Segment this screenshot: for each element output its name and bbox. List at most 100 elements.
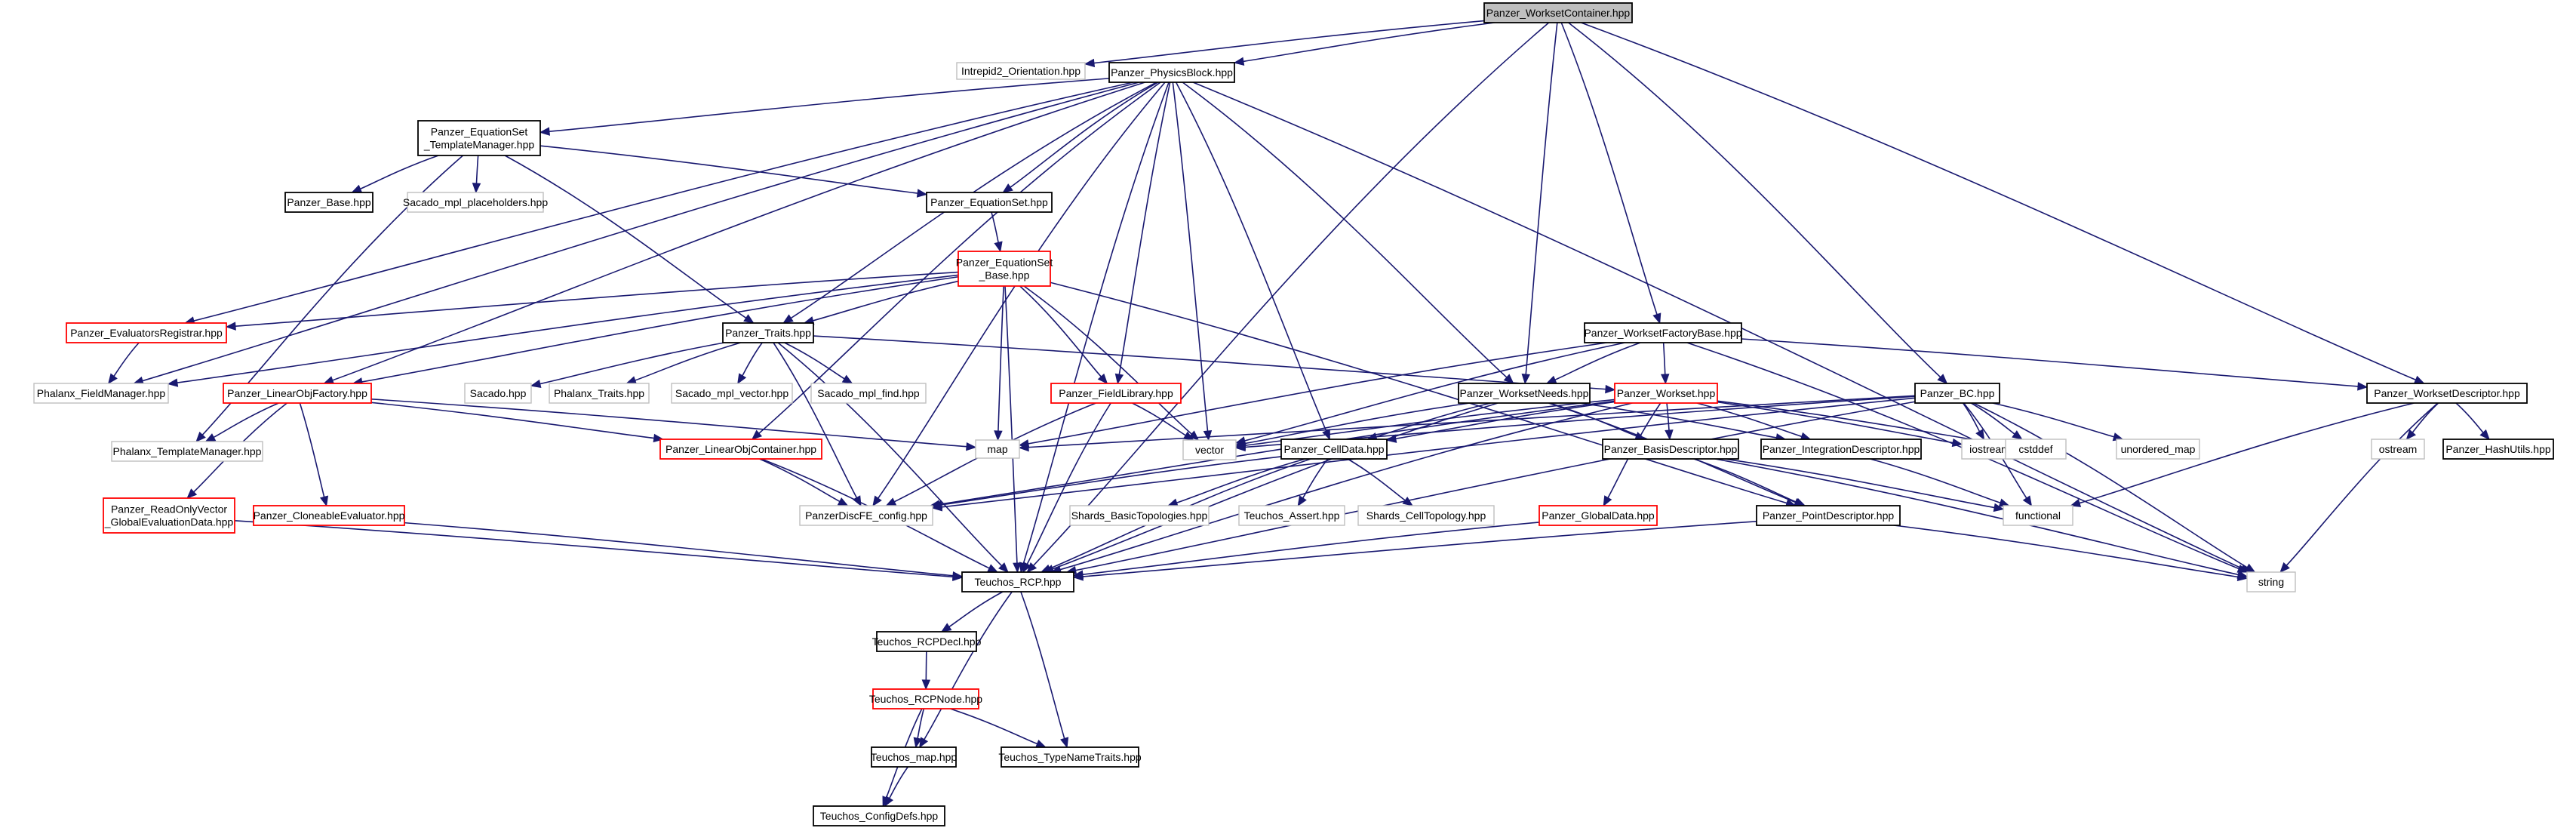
node-box xyxy=(464,383,532,404)
edge-line xyxy=(539,342,724,385)
node-eqtm[interactable]: Panzer_EquationSet_TemplateManager.hpp xyxy=(417,120,541,156)
edge-arrowhead xyxy=(1022,562,1031,574)
node-label: unordered_map xyxy=(2121,443,2196,455)
edge-line xyxy=(813,280,959,322)
node-phx-fm[interactable]: Phalanx_FieldManager.hpp xyxy=(33,383,169,404)
node-physics[interactable]: Panzer_PhysicsBlock.hpp xyxy=(1108,62,1235,83)
node-phx-traits[interactable]: Phalanx_Traits.hpp xyxy=(549,383,650,404)
edge-arrowhead xyxy=(1002,183,1013,193)
edge-arrowhead xyxy=(885,497,897,506)
edge-rcpdecl-to-rcpnode xyxy=(921,651,931,691)
edge-line xyxy=(1724,458,1995,509)
node-traits[interactable]: Panzer_Traits.hpp xyxy=(722,322,814,343)
edge-arrowhead xyxy=(1652,312,1661,325)
node-discfe[interactable]: PanzerDiscFE_config.hpp xyxy=(799,505,933,526)
edge-arrowhead xyxy=(1603,495,1612,507)
edge-eqset-base-to-fieldlib xyxy=(1019,285,1108,384)
node-label: Panzer_WorksetContainer.hpp xyxy=(1486,7,1631,19)
node-string[interactable]: string xyxy=(2246,571,2296,592)
node-rovector[interactable]: Panzer_ReadOnlyVector_GlobalEvaluationDa… xyxy=(103,497,235,534)
edge-line xyxy=(2455,402,2484,433)
node-eqset-base[interactable]: Panzer_EquationSet_Base.hpp xyxy=(956,251,1053,287)
node-box xyxy=(1280,439,1388,460)
node-sacado-find[interactable]: Sacado_mpl_find.hpp xyxy=(810,383,927,404)
node-box xyxy=(2442,439,2554,460)
edge-physics-to-fieldlib xyxy=(1114,82,1171,385)
node-wfb[interactable]: Panzer_WorksetFactoryBase.hpp xyxy=(1584,322,1742,343)
node-pointdesc[interactable]: Panzer_PointDescriptor.hpp xyxy=(1756,505,1901,526)
node-sacado[interactable]: Sacado.hpp xyxy=(464,383,532,404)
node-ostream[interactable]: ostream xyxy=(2371,439,2425,460)
node-base[interactable]: Panzer_Base.hpp xyxy=(284,192,373,213)
node-globaldata[interactable]: Panzer_GlobalData.hpp xyxy=(1539,505,1658,526)
node-workset[interactable]: Panzer_Workset.hpp xyxy=(1614,383,1718,404)
edge-celldata-to-discfe xyxy=(931,456,1282,509)
edge-traits-to-sacado-find xyxy=(784,342,853,384)
node-box xyxy=(722,322,814,343)
node-box xyxy=(876,631,977,652)
node-rcp[interactable]: Teuchos_RCP.hpp xyxy=(961,571,1074,592)
edge-arrowhead xyxy=(872,495,882,507)
edge-arrowhead xyxy=(319,495,329,507)
node-label: Panzer_LinearObjFactory.hpp xyxy=(227,387,367,399)
node-label: Sacado_mpl_find.hpp xyxy=(817,387,920,399)
edge-basisdesc-to-functional xyxy=(1724,458,2005,512)
node-cstddef[interactable]: cstddef xyxy=(2005,439,2067,460)
node-loc[interactable]: Panzer_LinearObjContainer.hpp xyxy=(659,439,822,460)
node-map[interactable]: map xyxy=(975,439,1020,459)
node-sacado-vec[interactable]: Sacado_mpl_vector.hpp xyxy=(671,383,793,404)
node-shards-basic[interactable]: Shards_BasicTopologies.hpp xyxy=(1069,505,1210,526)
node-configdefs[interactable]: Teuchos_ConfigDefs.hpp xyxy=(813,805,945,826)
node-wdesc[interactable]: Panzer_WorksetDescriptor.hpp xyxy=(2366,383,2528,404)
node-eqset[interactable]: Panzer_EquationSet.hpp xyxy=(926,192,1053,213)
edge-eqtm-to-eqset xyxy=(539,145,928,198)
node-root[interactable]: Panzer_WorksetContainer.hpp xyxy=(1483,2,1633,23)
edge-eqtm-to-sacado-mpl-ph xyxy=(472,155,481,194)
node-box xyxy=(671,383,793,404)
edge-line xyxy=(1717,401,1954,444)
node-hashutils[interactable]: Panzer_HashUtils.hpp xyxy=(2442,439,2554,460)
node-rcpnode[interactable]: Teuchos_RCPNode.hpp xyxy=(869,688,982,709)
node-shards-cell[interactable]: Shards_CellTopology.hpp xyxy=(1357,505,1495,526)
node-lof[interactable]: Panzer_LinearObjFactory.hpp xyxy=(223,383,372,404)
node-box xyxy=(1760,439,1922,460)
edge-arrowhead xyxy=(994,241,1003,253)
node-bc[interactable]: Panzer_BC.hpp xyxy=(1914,383,2000,404)
edge-line xyxy=(889,766,908,799)
node-intdesc[interactable]: Panzer_IntegrationDescriptor.hpp xyxy=(1760,439,1922,460)
node-wneeds[interactable]: Panzer_WorksetNeeds.hpp xyxy=(1458,383,1591,404)
edge-bc-to-iostream xyxy=(1962,402,1985,441)
node-basisdesc[interactable]: Panzer_BasisDescriptor.hpp xyxy=(1602,439,1739,460)
edge-root-to-wneeds xyxy=(1521,22,1558,385)
node-teuchos-assert[interactable]: Teuchos_Assert.hpp xyxy=(1238,505,1345,526)
node-typenametraits[interactable]: Teuchos_TypeNameTraits.hpp xyxy=(998,746,1142,768)
edge-arrowhead xyxy=(1035,739,1047,748)
node-cloneable[interactable]: Panzer_CloneableEvaluator.hpp xyxy=(253,505,405,526)
node-fieldlib[interactable]: Panzer_FieldLibrary.hpp xyxy=(1050,383,1182,404)
node-box xyxy=(799,505,933,526)
edge-arrowhead xyxy=(921,679,931,691)
node-phx-tm[interactable]: Phalanx_TemplateManager.hpp xyxy=(111,441,263,462)
edge-line xyxy=(1192,82,2242,569)
node-label: iostream xyxy=(1969,443,2010,455)
edge-line xyxy=(1059,402,1633,571)
node-label: Panzer_BasisDescriptor.hpp xyxy=(1604,443,1738,455)
node-tmap[interactable]: Teuchos_map.hpp xyxy=(871,746,958,768)
edge-arrowhead xyxy=(737,373,747,385)
edge-eqset-base-to-traits xyxy=(803,280,959,325)
node-vector[interactable]: vector xyxy=(1182,439,1237,460)
edge-wdesc-to-functional xyxy=(2070,402,2415,507)
node-rcpdecl[interactable]: Teuchos_RCPDecl.hpp xyxy=(872,631,982,652)
edge-line xyxy=(1893,525,2239,578)
node-celldata[interactable]: Panzer_CellData.hpp xyxy=(1280,439,1388,460)
node-umap[interactable]: unordered_map xyxy=(2116,439,2200,460)
node-label: Panzer_Traits.hpp xyxy=(725,327,811,339)
node-label: Panzer_PhysicsBlock.hpp xyxy=(1111,66,1233,78)
edge-arrowhead xyxy=(952,571,964,580)
node-sacado-mpl-ph[interactable]: Sacado_mpl_placeholders.hpp xyxy=(403,192,548,213)
node-functional[interactable]: functional xyxy=(2003,505,2073,526)
node-evreg[interactable]: Panzer_EvaluatorsRegistrar.hpp xyxy=(66,322,227,343)
node-intrepid[interactable]: Intrepid2_Orientation.hpp xyxy=(956,62,1086,80)
edge-line xyxy=(1028,342,1607,445)
